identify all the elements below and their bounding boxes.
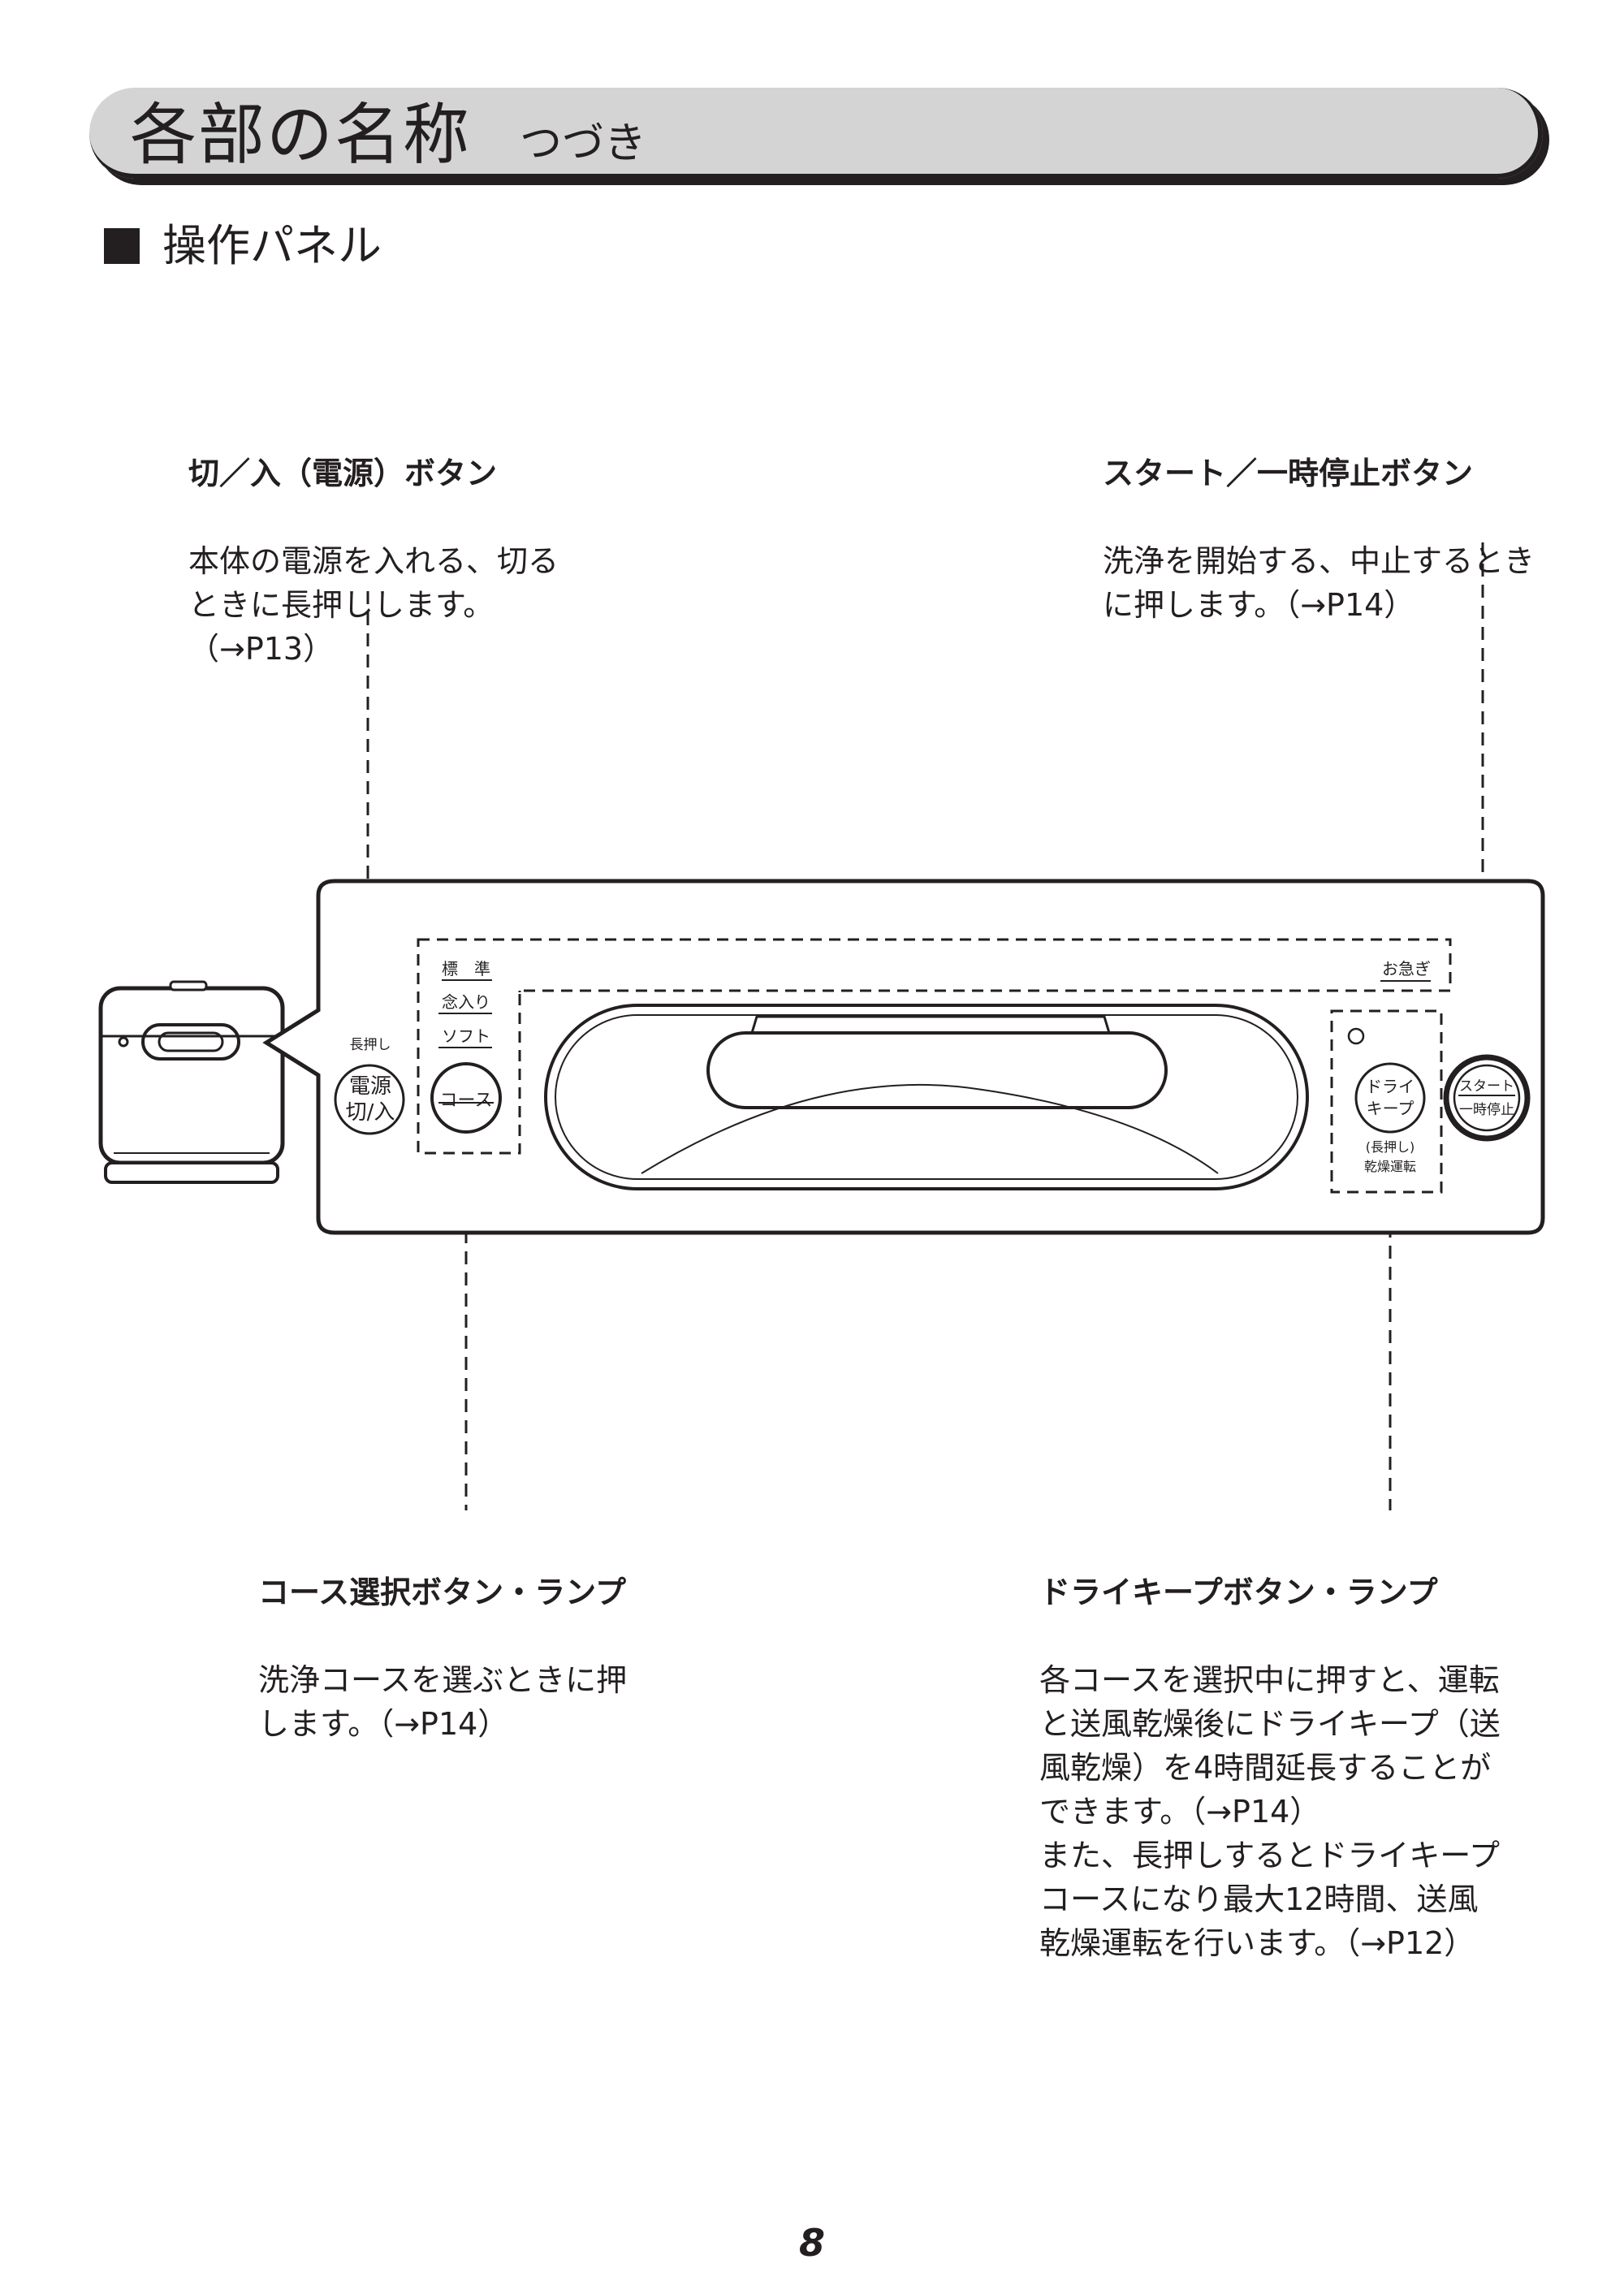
callout-drykeep-body: 各コースを選択中に押すと、運転 と送風乾燥後にドライキープ（送 風乾燥）を4時間… [1039, 1662, 1501, 1961]
square-bullet-icon [104, 228, 140, 264]
callout-power-body: 本体の電源を入れる、切る ときに長押しします。 （→P13） [188, 543, 559, 667]
section-heading: 操作パネル [104, 218, 382, 274]
drykeep-button-label-2: キープ [1367, 1099, 1415, 1118]
callout-course-body: 洗浄コースを選ぶときに押 します。（→P14） [258, 1662, 628, 1742]
drykeep-hint-2: 乾燥運転 [1364, 1159, 1416, 1174]
callout-power: 切／入（電源）ボタン 本体の電源を入れる、切る ときに長押しします。 （→P13… [188, 408, 559, 715]
power-hint-label: 長押し [350, 1037, 391, 1053]
callout-course-title: コース選択ボタン・ランプ [258, 1575, 626, 1610]
drykeep-group-box [518, 991, 1443, 1194]
course-option-careful: 念入り [442, 992, 490, 1012]
course-group-box [417, 938, 1452, 1155]
start-button-label-1: スタート [1459, 1078, 1514, 1095]
course-button [430, 1062, 502, 1134]
course-button-label: コース [440, 1091, 493, 1111]
power-label-1: 電源 [349, 1074, 391, 1099]
drykeep-hint-1: (長押し) [1366, 1139, 1415, 1155]
section-heading-text: 操作パネル [162, 220, 382, 271]
drykeep-button-label-1: ドライ [1366, 1077, 1415, 1096]
power-label-2: 切/入 [346, 1100, 395, 1125]
callout-drykeep-title: ドライキープボタン・ランプ [1039, 1575, 1438, 1610]
callout-start-title: スタート／一時停止ボタン [1103, 456, 1474, 491]
callout-course: コース選択ボタン・ランプ 洗浄コースを選ぶときに押 します。（→P14） [258, 1527, 627, 1790]
course-option-soft: ソフト [442, 1026, 490, 1046]
course-option-standard: 標 準 [442, 959, 490, 979]
callout-drykeep: ドライキープボタン・ランプ 各コースを選択中に押すと、運転 と送風乾燥後にドライ… [1039, 1527, 1501, 2009]
drykeep-button [1354, 1062, 1426, 1134]
callout-start: スタート／一時停止ボタン 洗浄を開始する、中止するとき に押します。（→P14） [1103, 408, 1535, 671]
power-button [334, 1064, 405, 1135]
display-screen [706, 1031, 1168, 1109]
display-window [544, 1004, 1309, 1190]
header-bar [89, 88, 1543, 179]
callout-power-title: 切／入（電源）ボタン [188, 456, 498, 491]
start-button [1443, 1054, 1531, 1142]
drykeep-lamp [1347, 1027, 1365, 1045]
callout-start-body: 洗浄を開始する、中止するとき に押します。（→P14） [1103, 543, 1535, 623]
panel-outline [262, 879, 1545, 1235]
page-subtitle: つづき [520, 119, 647, 168]
start-button-label-2: 一時停止 [1459, 1102, 1514, 1118]
page-number: 8 [798, 2221, 825, 2265]
dishwasher-unit-icon [98, 980, 285, 1184]
page-title: 各部の名称 [130, 97, 472, 174]
quick-course-label: お急ぎ [1382, 959, 1431, 979]
